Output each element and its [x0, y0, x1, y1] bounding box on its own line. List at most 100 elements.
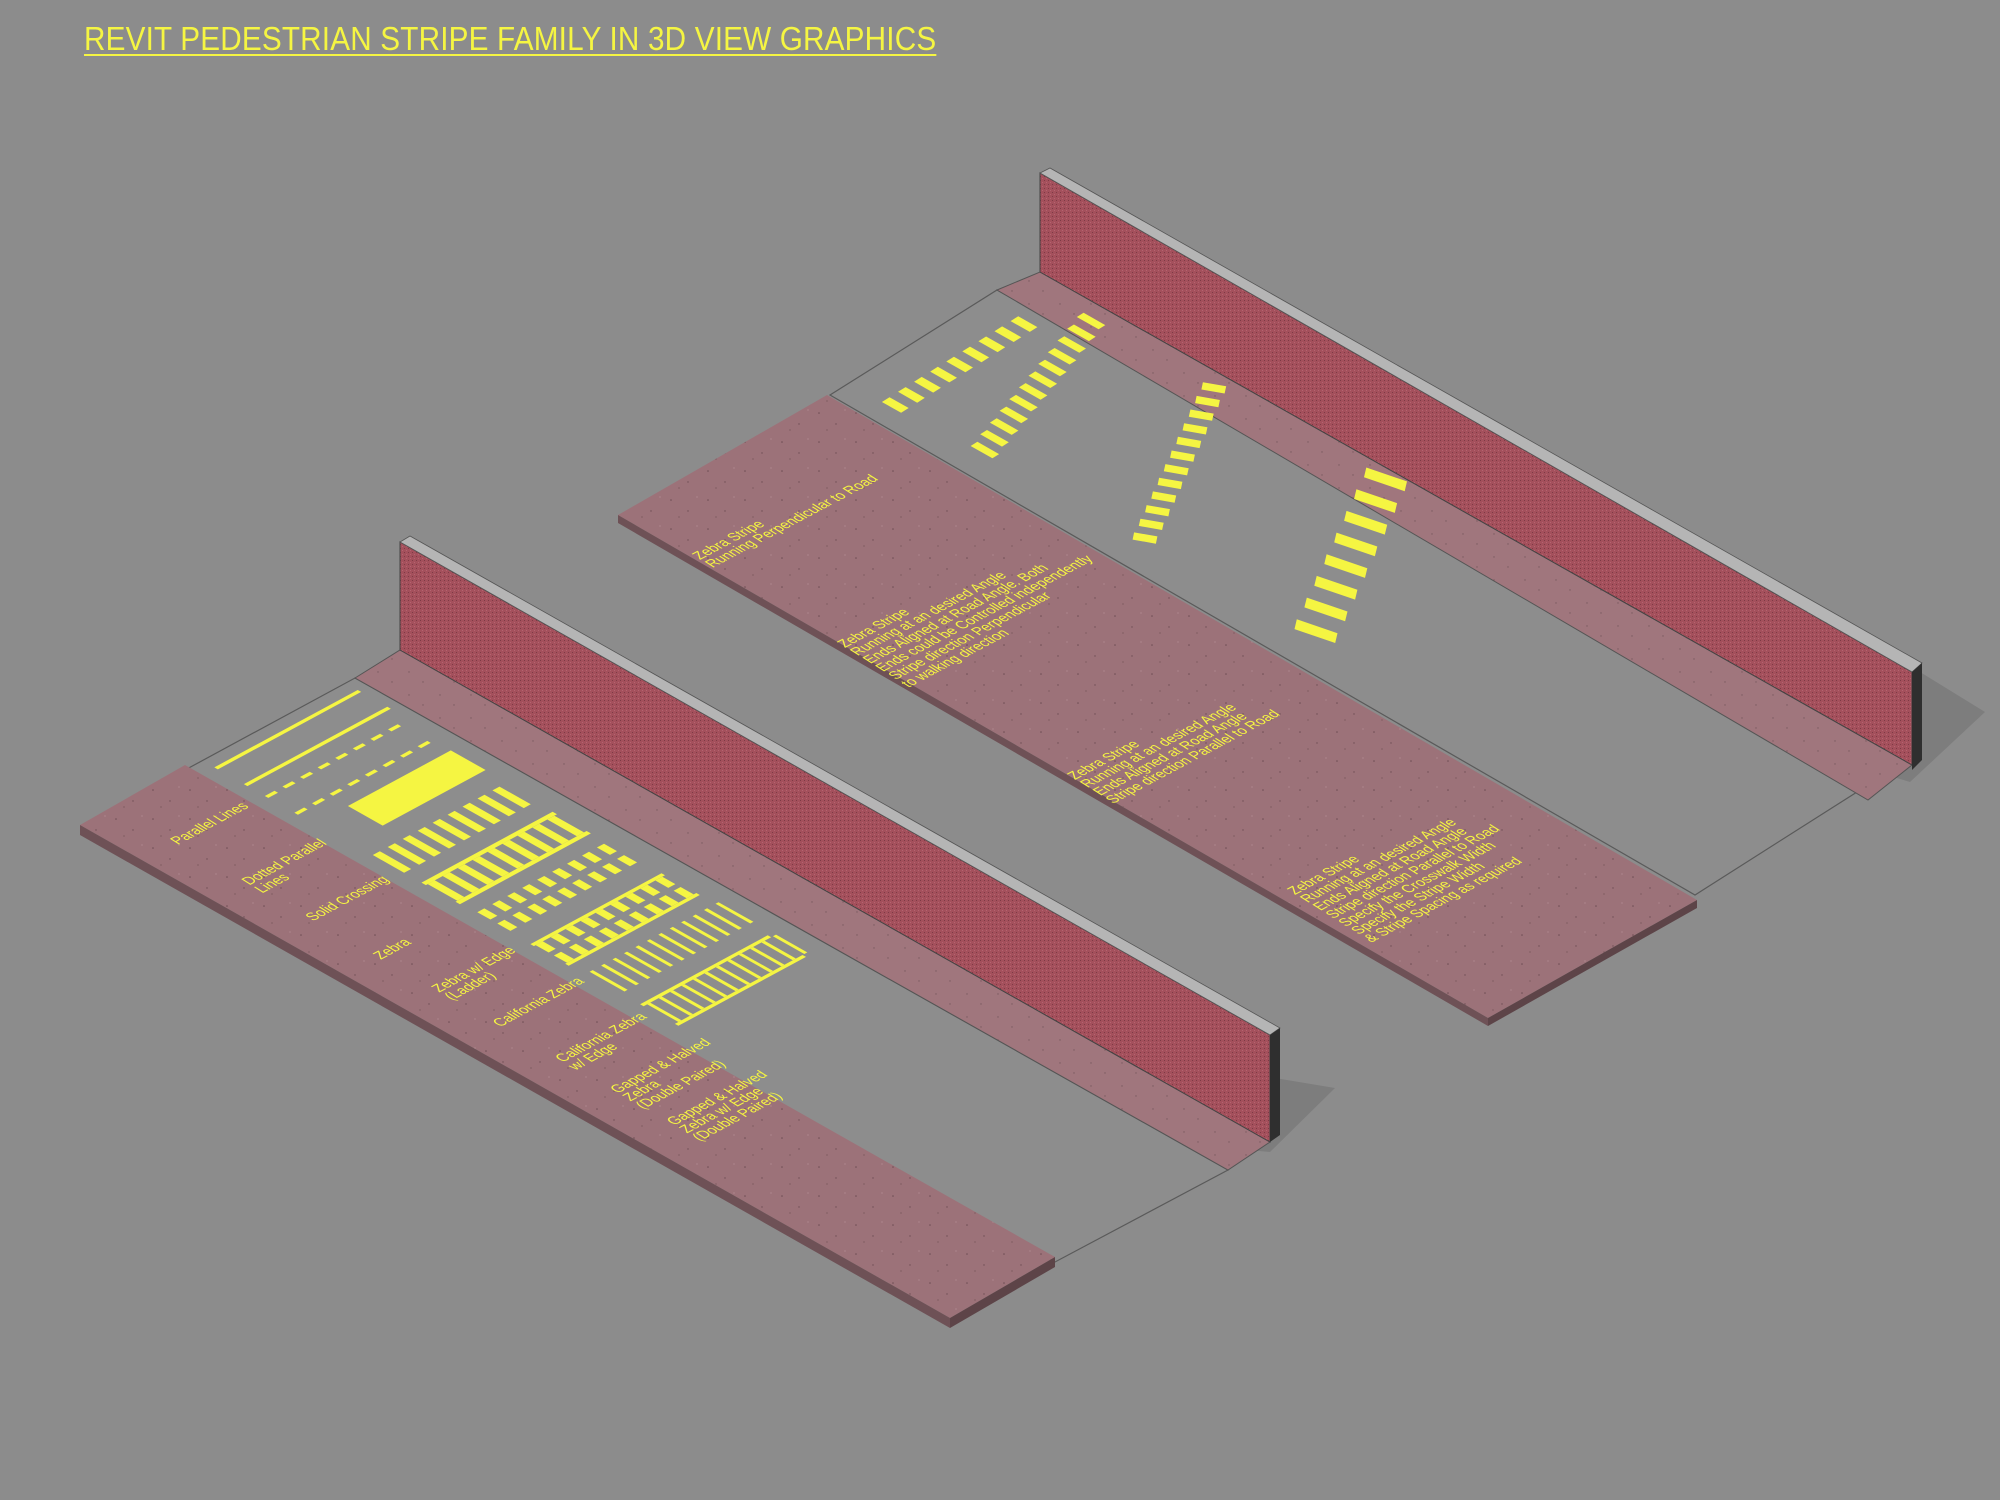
spaced-angled-stripe: [1344, 510, 1388, 535]
zebra-stripe: [417, 827, 456, 849]
ladder-rung-stripe: [472, 856, 510, 877]
dotted-line-dash: [317, 762, 331, 770]
gapped-halved-stripe: [669, 926, 708, 949]
ladder-rung-stripe: [487, 848, 525, 869]
gapped-halved-stripe: [624, 951, 662, 973]
spaced-angled-stripe: [1324, 554, 1368, 578]
dotted-line-dash: [400, 750, 414, 758]
california-edge-stripe: [550, 933, 571, 945]
angled-zebra-stripe: [1057, 336, 1086, 353]
spaced-angled-stripe: [1354, 489, 1398, 513]
gapped-edge-stripe: [704, 971, 739, 992]
california-edge-stripe: [625, 892, 646, 904]
angled-zebra-stripe: [1018, 383, 1048, 400]
zebra-stripe: [432, 818, 471, 841]
dotted-line-dash: [347, 779, 361, 787]
dotted-line-dash: [329, 788, 343, 796]
zebra-stripe: [462, 802, 501, 825]
california-edge-stripe: [535, 941, 556, 953]
gapped-edge-stripe: [727, 959, 762, 979]
perpendicular-zebra-stripe: [1010, 316, 1038, 332]
ladder-rung-stripe: [517, 831, 554, 853]
california-zebra-stripe: [572, 879, 593, 891]
perpendicular-zebra-stripe: [978, 336, 1006, 353]
angled-zebra-stripe: [1047, 348, 1077, 365]
angled-zebra-stripe: [970, 441, 1000, 459]
spaced-angled-stripe: [1314, 575, 1358, 600]
angled-zebra-stripe: [999, 406, 1029, 424]
parallel-angled-stripe: [1132, 532, 1158, 544]
gapped-halved-stripe: [601, 963, 639, 986]
perpendicular-zebra-stripe: [994, 326, 1022, 342]
california-edge-stripe: [613, 919, 634, 931]
dotted-line-dash: [388, 724, 402, 732]
angled-zebra-stripe: [1028, 371, 1058, 388]
california-edge-stripe: [565, 925, 586, 937]
page-title: REVIT PEDESTRIAN STRIPE FAMILY IN 3D VIE…: [84, 20, 937, 57]
brick-wall-left-end: [1270, 1028, 1280, 1142]
ladder-edge-line: [455, 831, 591, 905]
california-edge-stripe: [655, 876, 676, 888]
california-zebra-stripe: [552, 868, 573, 880]
ladder-rung-stripe: [547, 815, 584, 837]
california-zebra-stripe: [617, 855, 638, 867]
ladder-rung-stripe: [427, 880, 465, 901]
brick-wall-right-end: [1912, 663, 1922, 770]
california-zebra-stripe: [492, 900, 513, 912]
perpendicular-zebra-stripe: [962, 346, 990, 363]
angled-zebra-stripe: [980, 430, 1009, 447]
gapped-halved-stripe: [589, 970, 628, 992]
gapped-halved-stripe: [715, 902, 754, 924]
dotted-line-dash: [294, 807, 308, 815]
california-edge-line: [530, 873, 665, 947]
right-crosswalk-block: Zebra StripeRunning Perpendicular to Roa…: [618, 167, 1985, 1026]
zebra-stripe: [477, 794, 516, 817]
california-edge-stripe: [628, 911, 649, 923]
gapped-halved-stripe: [704, 908, 742, 930]
dotted-line-dash: [264, 790, 278, 798]
angled-zebra-stripe: [1076, 312, 1106, 330]
gapped-halved-stripe: [658, 933, 697, 955]
gapped-edge-stripe: [738, 953, 773, 973]
dotted-line-dash: [364, 769, 378, 777]
california-edge-stripe: [580, 917, 601, 929]
gapped-edge-stripe: [715, 965, 751, 985]
california-edge-stripe: [673, 887, 694, 899]
california-edge-stripe: [643, 903, 664, 915]
ladder-rung-stripe: [457, 864, 495, 885]
gapped-halved-stripe: [681, 920, 720, 942]
ladder-rung-stripe: [532, 823, 569, 845]
near-sidewalk-left-edge: [80, 825, 950, 1328]
zebra-stripe: [492, 786, 531, 809]
california-edge-stripe: [598, 927, 619, 939]
parallel-angled-stripe: [1176, 436, 1202, 449]
gapped-edge-stripe: [681, 984, 716, 1004]
parallel-angled-stripe: [1195, 395, 1220, 408]
parallel-angled-stripe: [1163, 464, 1189, 476]
california-zebra-stripe: [602, 863, 623, 875]
gapped-edge-stripe: [670, 990, 705, 1010]
california-zebra-stripe: [567, 859, 588, 872]
california-zebra-stripe: [512, 911, 533, 923]
california-zebra-stripe: [497, 919, 518, 931]
california-edge-stripe: [595, 909, 616, 921]
gapped-halved-stripe: [612, 957, 651, 980]
perpendicular-zebra-stripe: [914, 376, 941, 393]
gapped-edge-stripe: [692, 977, 728, 998]
right-stripe-patterns: [881, 312, 1407, 643]
zebra-stripe: [372, 851, 412, 873]
spaced-angled-stripe: [1304, 597, 1348, 622]
dotted-line-dash: [312, 798, 326, 806]
near-sidewalk-left-side: [950, 1257, 1055, 1328]
gapped-halved-stripe: [635, 945, 674, 967]
gapped-edge-stripe: [658, 996, 693, 1016]
dotted-line-dash: [335, 752, 349, 760]
angled-zebra-stripe: [989, 418, 1019, 435]
dotted-line-dash: [282, 781, 296, 789]
gapped-edge-line: [674, 955, 806, 1026]
left-stripe-patterns: [214, 690, 808, 1026]
gapped-edge-stripe: [761, 940, 796, 961]
parallel-angled-stripe: [1170, 450, 1195, 462]
spaced-angled-stripe: [1364, 467, 1407, 492]
